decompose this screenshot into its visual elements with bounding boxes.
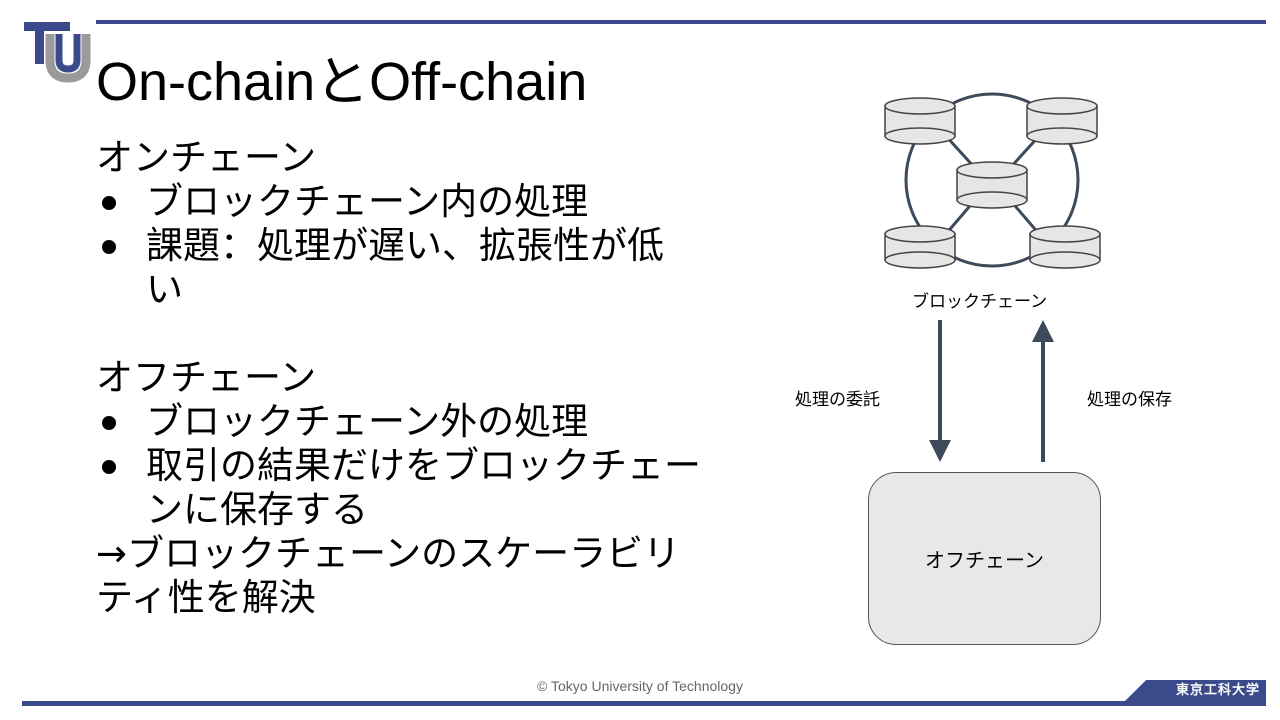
conclusion-line-1: →ブロックチェーンのスケーラビリ <box>96 532 681 575</box>
offchain-heading: オフチェーン <box>96 356 317 399</box>
offchain-bullet-1: ブロックチェーン外の処理 <box>96 400 736 444</box>
university-badge: 東京工科大学 <box>1125 680 1266 701</box>
database-node-bottom-left <box>884 225 956 269</box>
offchain-bullet-2-cont: ンに保存する <box>146 488 368 531</box>
onchain-heading: オンチェーン <box>96 136 317 179</box>
delegate-arrow <box>929 320 951 462</box>
database-node-center <box>956 161 1028 209</box>
database-node-bottom-right <box>1029 225 1101 269</box>
offchain-box-label: オフチェーン <box>925 548 1044 572</box>
conclusion-line-2: ティ性を解決 <box>96 576 316 619</box>
top-rule <box>96 20 1266 24</box>
delegate-label: 処理の委託 <box>795 390 880 410</box>
slide-title: On-chainとOff-chain <box>96 52 588 112</box>
onchain-bullet-1: ブロックチェーン内の処理 <box>96 180 736 224</box>
database-node-top-left <box>884 97 956 145</box>
university-logo-icon <box>24 22 91 83</box>
store-label: 処理の保存 <box>1087 390 1172 410</box>
slide-body: オンチェーン ブロックチェーン内の処理 課題：処理が遅い、拡張性が低 い オフチ… <box>96 136 736 620</box>
offchain-bullet-2: 取引の結果だけをブロックチェー <box>96 444 736 488</box>
offchain-box: オフチェーン <box>868 472 1101 645</box>
store-arrow <box>1032 320 1054 462</box>
onchain-bullet-2-cont: い <box>146 268 183 311</box>
copyright-footer: © Tokyo University of Technology <box>537 678 743 694</box>
blockchain-label: ブロックチェーン <box>912 292 1048 312</box>
bottom-rule <box>22 701 1266 706</box>
database-node-top-right <box>1026 97 1098 145</box>
onchain-bullet-2: 課題：処理が遅い、拡張性が低 <box>96 224 736 268</box>
